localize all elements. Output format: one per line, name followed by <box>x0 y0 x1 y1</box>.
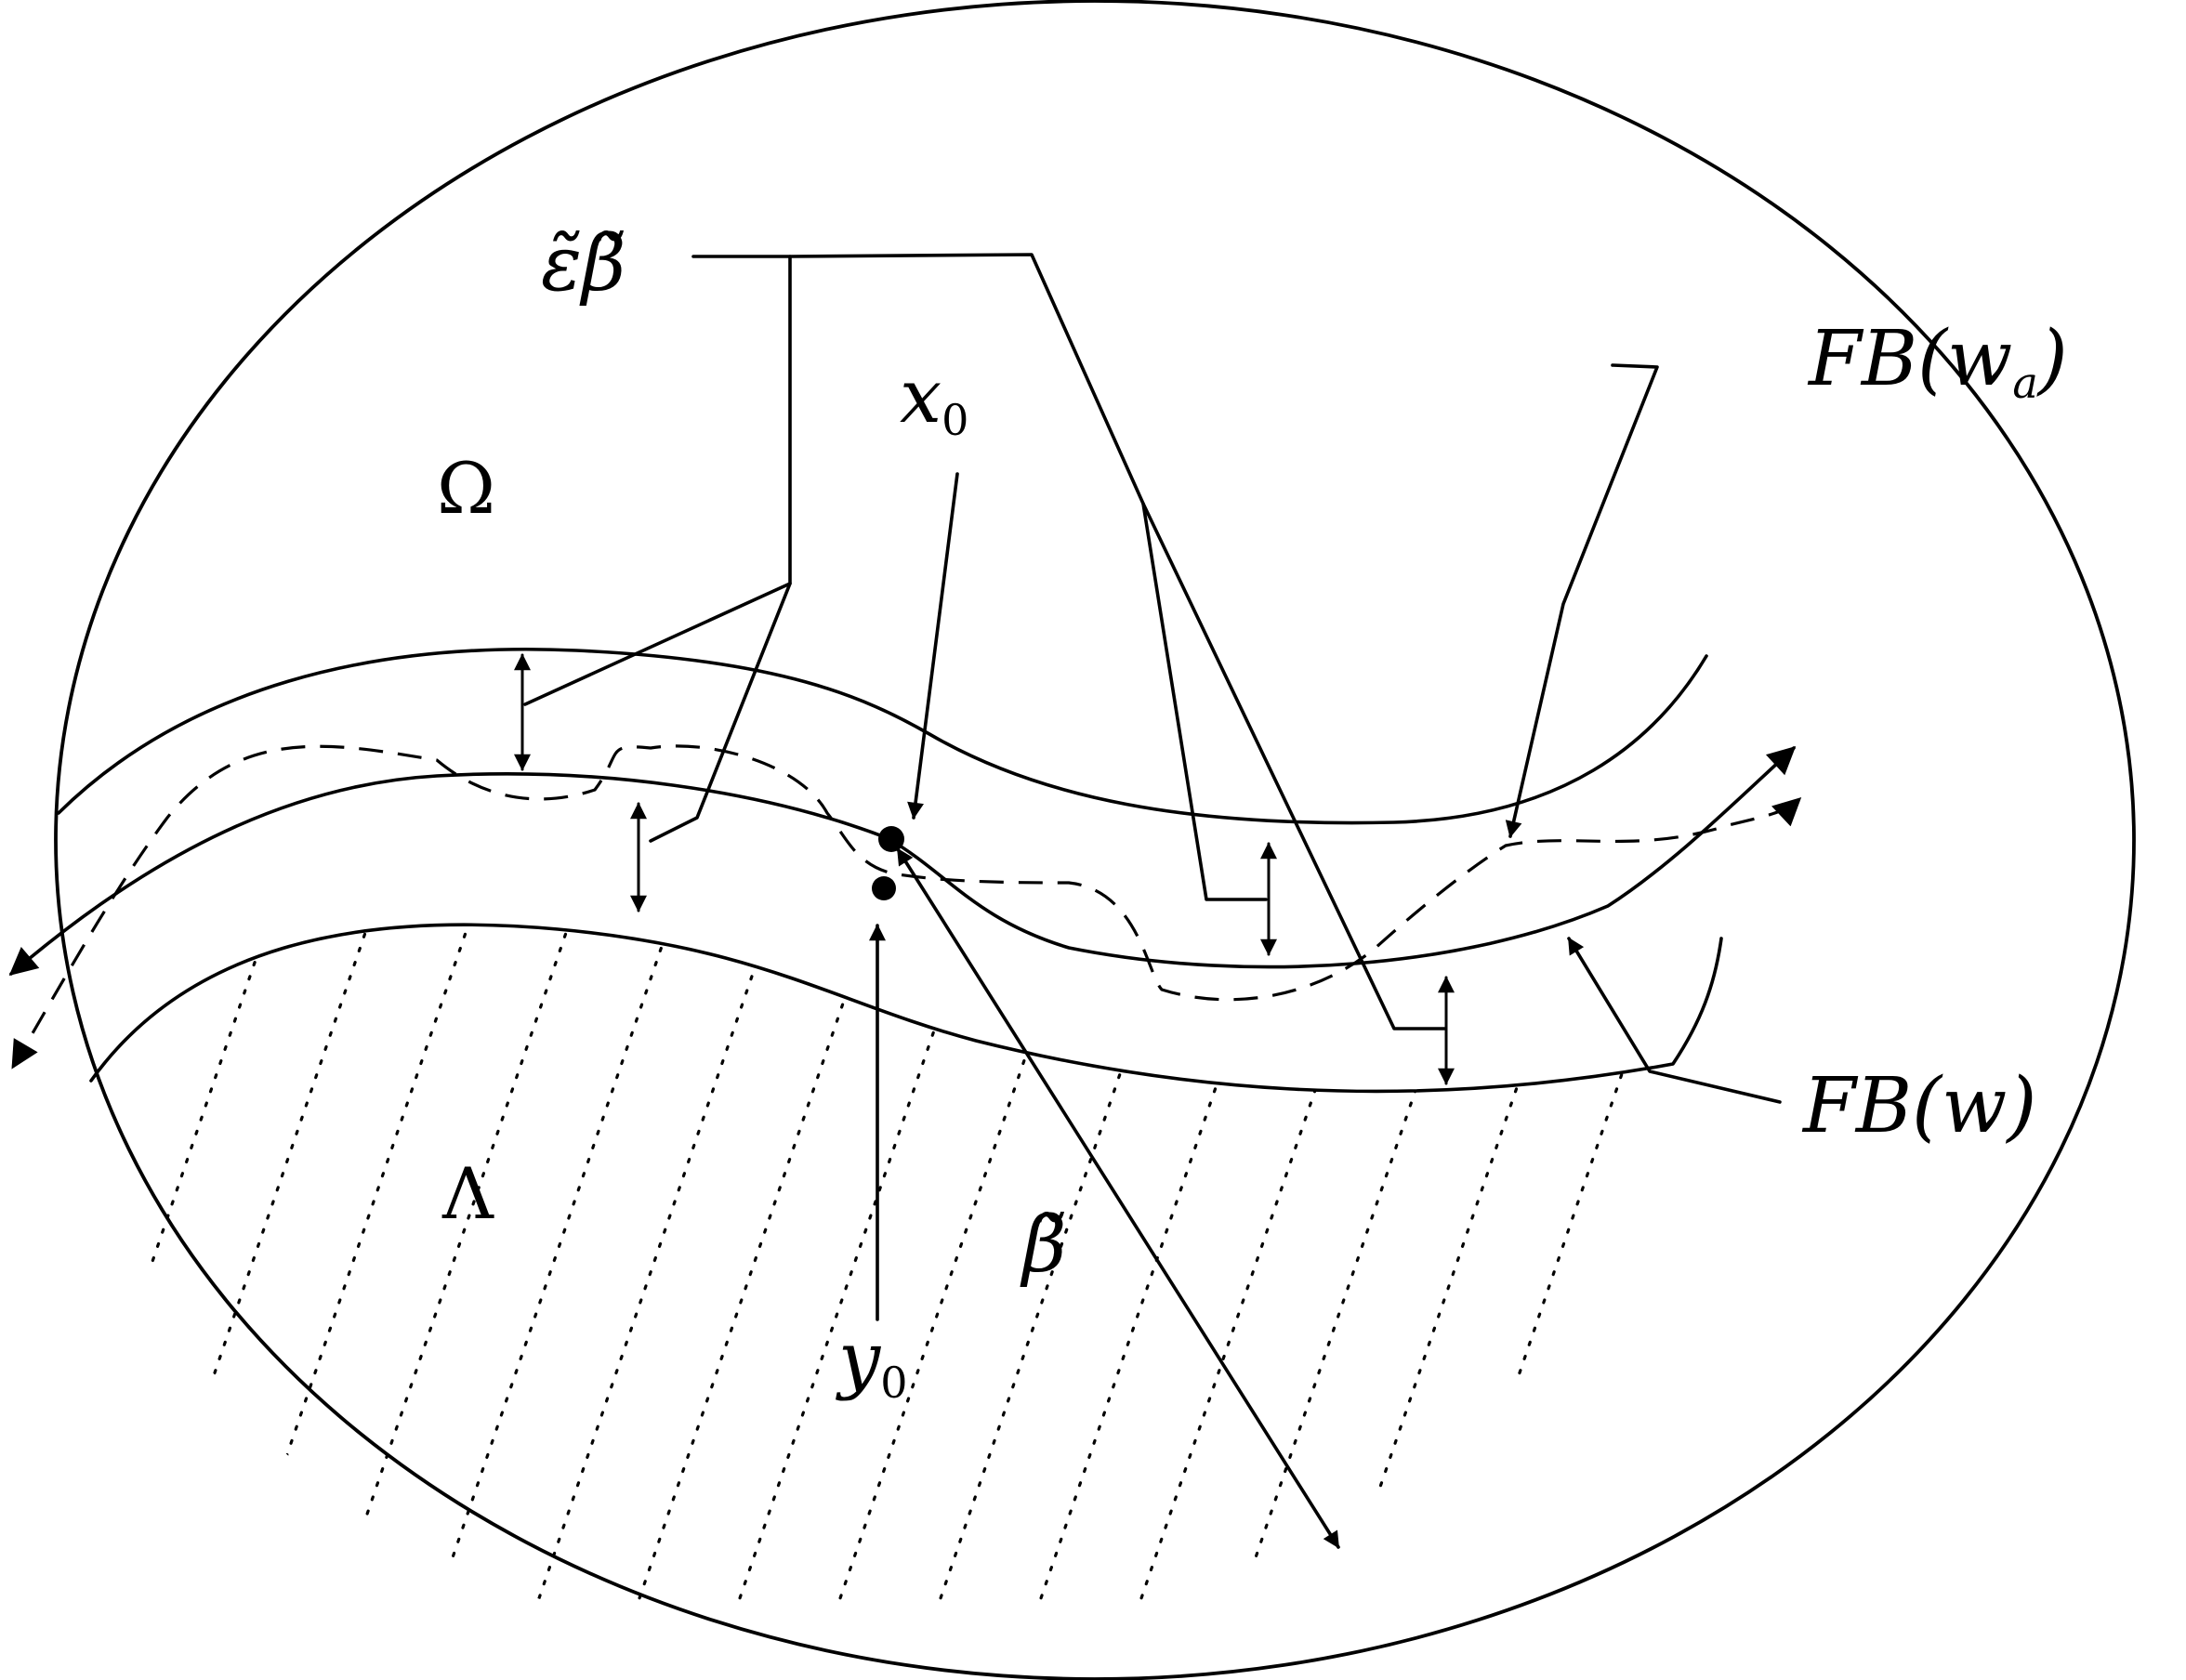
free-boundary-fb-w <box>8 745 1797 976</box>
upper-band-curve <box>57 647 1708 825</box>
label-beta-tilde: β̃ <box>1020 1201 1066 1290</box>
fb-w-leader <box>1567 937 1782 1104</box>
domain-disk-boundary <box>54 0 2136 1680</box>
label-y0-base: y <box>836 1316 882 1402</box>
point-x0 <box>878 826 904 852</box>
label-fb-wa-sub: a <box>2012 358 2037 408</box>
eps-beta-leader-left <box>523 255 792 706</box>
free-boundary-fb-wa <box>11 744 1802 1070</box>
label-y0: y0 <box>836 1316 907 1408</box>
point-y0 <box>872 876 896 900</box>
label-lambda: Λ <box>441 1152 494 1235</box>
eps-beta-leader-right-2 <box>1141 502 1446 1030</box>
fb-wa-leader <box>1505 363 1659 838</box>
label-fb-wa-prefix: FB( <box>1807 315 1949 403</box>
beta-tilde-arrow <box>896 847 1340 1549</box>
label-eps-beta: ε̃β̃ <box>541 220 626 308</box>
label-fb-wa-arg: w <box>1947 315 2012 403</box>
lambda-hatching <box>91 925 1721 1600</box>
label-x0: x0 <box>900 353 968 445</box>
label-omega: Ω <box>437 447 495 530</box>
lower-band-curve <box>89 923 1723 1094</box>
label-x0-sub: 0 <box>942 395 968 445</box>
x0-pointer-arrow <box>907 472 959 820</box>
label-fb-wa: FB(wa) <box>1807 315 2068 408</box>
label-fb-w: FB(w) <box>1801 1062 2036 1150</box>
label-y0-sub: 0 <box>880 1358 907 1408</box>
label-x0-base: x <box>900 353 942 440</box>
eps-beta-leader-right <box>788 253 1268 901</box>
label-fb-wa-suffix: ) <box>2036 315 2068 403</box>
eps-beta-leader-left-2 <box>649 582 792 843</box>
